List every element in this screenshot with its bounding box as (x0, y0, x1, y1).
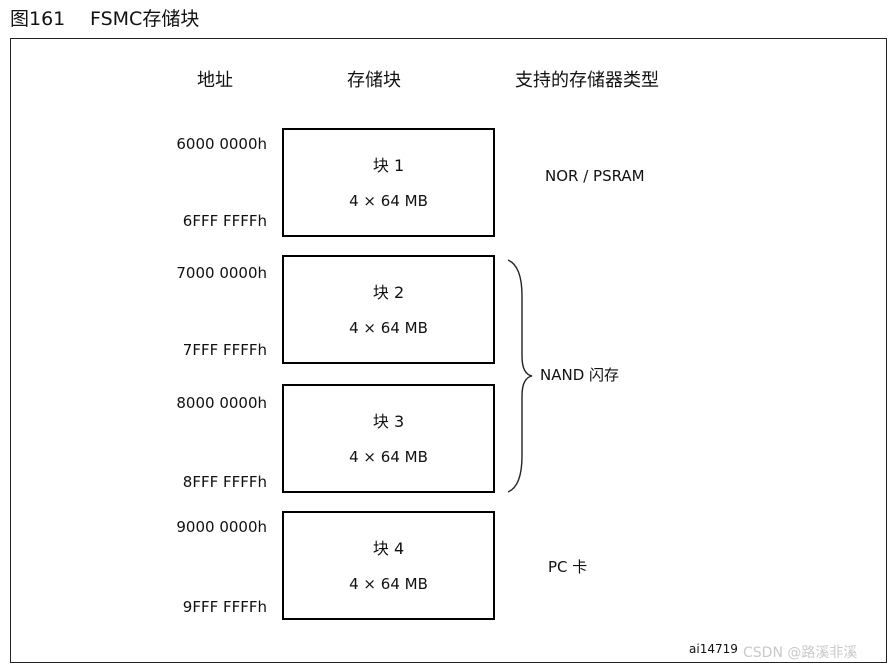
nand-curly-brace (507, 259, 533, 493)
memory-block-1: 块 1 4 × 64 MB (282, 128, 495, 237)
memory-block-2: 块 2 4 × 64 MB (282, 255, 495, 364)
block-4-name: 块 4 (372, 539, 405, 558)
pc-card-label: PC 卡 (548, 558, 588, 576)
block-1-start-address: 6000 0000h (176, 135, 267, 153)
nor-psram-label: NOR / PSRAM (545, 167, 645, 185)
diagram-frame (10, 38, 887, 663)
block-4-start-address: 9000 0000h (176, 518, 267, 536)
watermark: CSDN @路溪非溪 (743, 645, 858, 661)
block-4-end-address: 9FFF FFFFh (182, 598, 267, 616)
figure-title: FSMC存储块 (90, 8, 200, 30)
block-3-start-address: 8000 0000h (176, 394, 267, 412)
memory-block-4: 块 4 4 × 64 MB (282, 511, 495, 620)
block-2-start-address: 7000 0000h (176, 264, 267, 282)
block-2-name: 块 2 (372, 283, 405, 302)
address-column-header: 地址 (197, 70, 233, 91)
block-1-size: 4 × 64 MB (349, 192, 428, 210)
figure-id: ai14719 (689, 642, 738, 656)
nand-flash-label: NAND 闪存 (540, 366, 620, 384)
block-3-end-address: 8FFF FFFFh (182, 473, 267, 491)
block-2-end-address: 7FFF FFFFh (182, 341, 267, 359)
block-3-size: 4 × 64 MB (349, 448, 428, 466)
block-3-name: 块 3 (372, 412, 405, 431)
figure-number: 图161 (10, 8, 66, 30)
figure-caption: 图161 FSMC存储块 (10, 4, 199, 31)
memory-type-column-header: 支持的存储器类型 (515, 70, 659, 91)
memory-block-3: 块 3 4 × 64 MB (282, 384, 495, 493)
block-1-end-address: 6FFF FFFFh (182, 212, 267, 230)
block-1-name: 块 1 (372, 156, 405, 175)
block-column-header: 存储块 (347, 70, 401, 91)
block-2-size: 4 × 64 MB (349, 319, 428, 337)
block-4-size: 4 × 64 MB (349, 575, 428, 593)
